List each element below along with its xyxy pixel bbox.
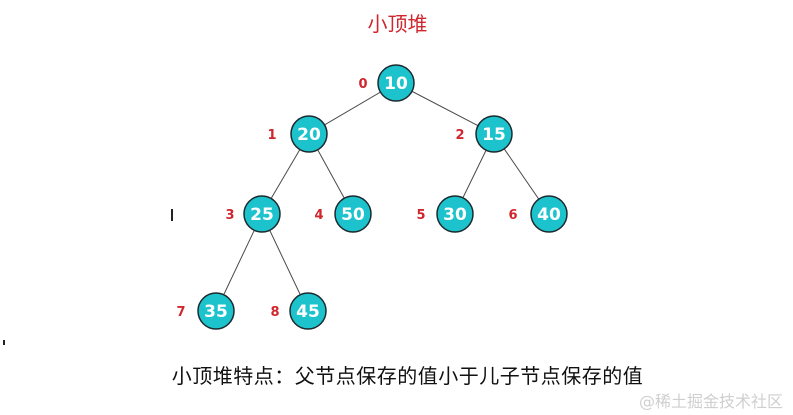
node-index-label: 5 [416,208,425,223]
node-circle [197,292,235,330]
node-index-label: 3 [225,208,234,223]
node-circle [290,115,328,153]
node-index-label: 1 [267,128,276,143]
node-circle [436,195,474,233]
watermark: @稀土掘金技术社区 [638,392,783,411]
node-value: 30 [443,205,467,225]
stray-mark-left [171,209,173,221]
node-value: 15 [482,125,506,145]
node-circle [475,115,513,153]
heap-node-6: 40 6 [508,195,568,233]
nodes-layer: 10 0 20 1 15 2 25 3 50 4 30 5 40 6 35 7 45 8 [176,64,568,330]
node-value: 45 [296,302,320,322]
node-index-label: 7 [176,305,185,320]
node-circle [243,195,281,233]
heap-node-8: 45 8 [270,292,327,330]
node-index-label: 6 [508,208,517,223]
stray-mark-bottom-left [3,340,5,345]
node-index-label: 0 [358,77,367,92]
node-circle [289,292,327,330]
caption: 小顶堆特点：父节点保存的值小于儿子节点保存的值 [171,364,644,388]
node-value: 20 [297,125,321,145]
node-value: 50 [341,205,365,225]
node-value: 25 [250,205,274,225]
heap-node-0: 10 0 [358,64,415,102]
node-circle [377,64,415,102]
node-circle [334,195,372,233]
heap-node-5: 30 5 [416,195,474,233]
node-index-label: 4 [314,208,323,223]
diagram-title: 小顶堆 [367,12,428,36]
heap-node-2: 15 2 [455,115,513,153]
node-value: 40 [537,205,561,225]
heap-node-3: 25 3 [225,195,281,233]
node-index-label: 8 [270,305,279,320]
heap-node-1: 20 1 [267,115,328,153]
heap-node-4: 50 4 [314,195,372,233]
heap-node-7: 35 7 [176,292,235,330]
node-value: 10 [384,74,408,94]
node-circle [530,195,568,233]
node-value: 35 [204,302,228,322]
node-index-label: 2 [455,128,464,143]
